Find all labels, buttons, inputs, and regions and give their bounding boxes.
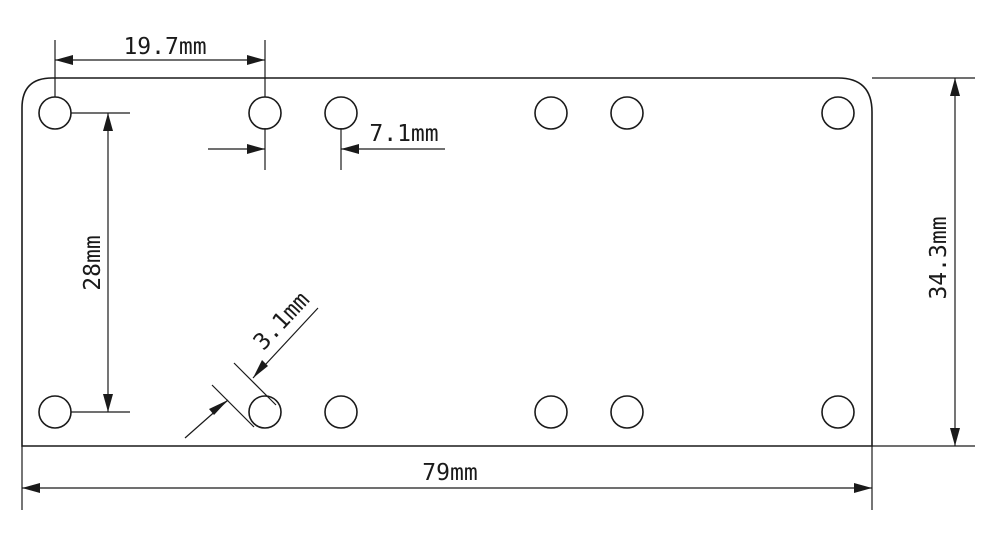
hole bbox=[821, 395, 855, 429]
hole bbox=[324, 395, 358, 429]
hole bbox=[821, 96, 855, 130]
plate-width-label: 79mm bbox=[422, 460, 477, 486]
hole bbox=[324, 96, 358, 130]
hole bbox=[610, 395, 644, 429]
hole-gap-label: 7.1mm bbox=[369, 121, 438, 147]
hole bbox=[610, 96, 644, 130]
hole-spacing-top-label: 19.7mm bbox=[123, 34, 206, 60]
hole bbox=[534, 96, 568, 130]
hole bbox=[248, 96, 282, 130]
dimension-hole-gap: 7.1mm bbox=[208, 121, 445, 170]
plate-outline bbox=[21, 77, 873, 447]
holes-top-row bbox=[38, 96, 855, 130]
vertical-hole-spacing-label: 28mm bbox=[80, 235, 106, 290]
dimension-vertical-hole-spacing: 28mm bbox=[71, 112, 130, 413]
hole bbox=[38, 96, 72, 130]
dimension-plate-width: 79mm bbox=[21, 446, 873, 510]
hole bbox=[38, 395, 72, 429]
dimension-hole-spacing-top: 19.7mm bbox=[54, 34, 266, 97]
dimension-plate-height: 34.3mm bbox=[872, 77, 975, 447]
hole bbox=[248, 395, 282, 429]
hole bbox=[534, 395, 568, 429]
holes-bottom-row bbox=[38, 395, 855, 429]
plate-height-label: 34.3mm bbox=[926, 216, 952, 299]
